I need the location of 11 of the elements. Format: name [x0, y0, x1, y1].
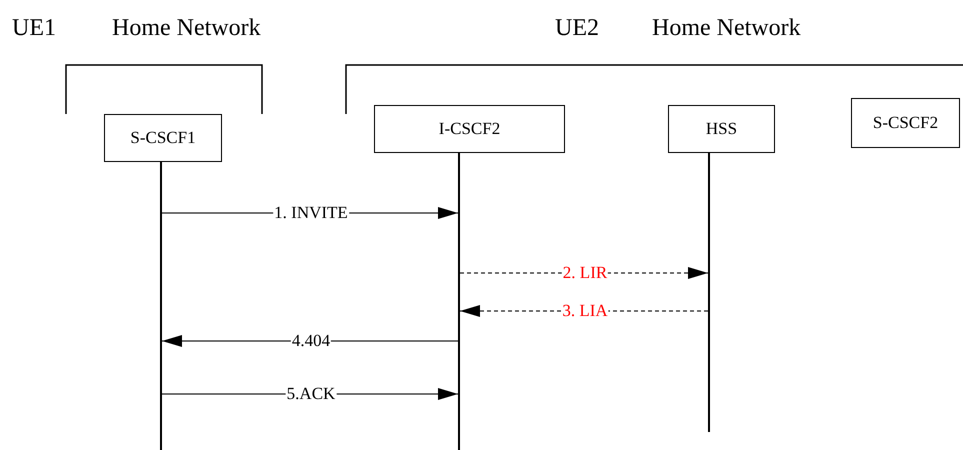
- lifeline: [160, 162, 162, 450]
- entity-box: HSS: [668, 105, 775, 153]
- network-heading: UE1: [12, 14, 56, 42]
- entity-box: I-CSCF2: [374, 105, 565, 153]
- network-heading: Home Network: [652, 14, 801, 42]
- lifeline: [708, 153, 710, 432]
- entity-box: S-CSCF2: [851, 98, 960, 148]
- lifeline: [458, 153, 460, 450]
- entity-box: S-CSCF1: [104, 114, 222, 162]
- network-heading: UE2: [555, 14, 599, 42]
- network-heading: Home Network: [112, 14, 261, 42]
